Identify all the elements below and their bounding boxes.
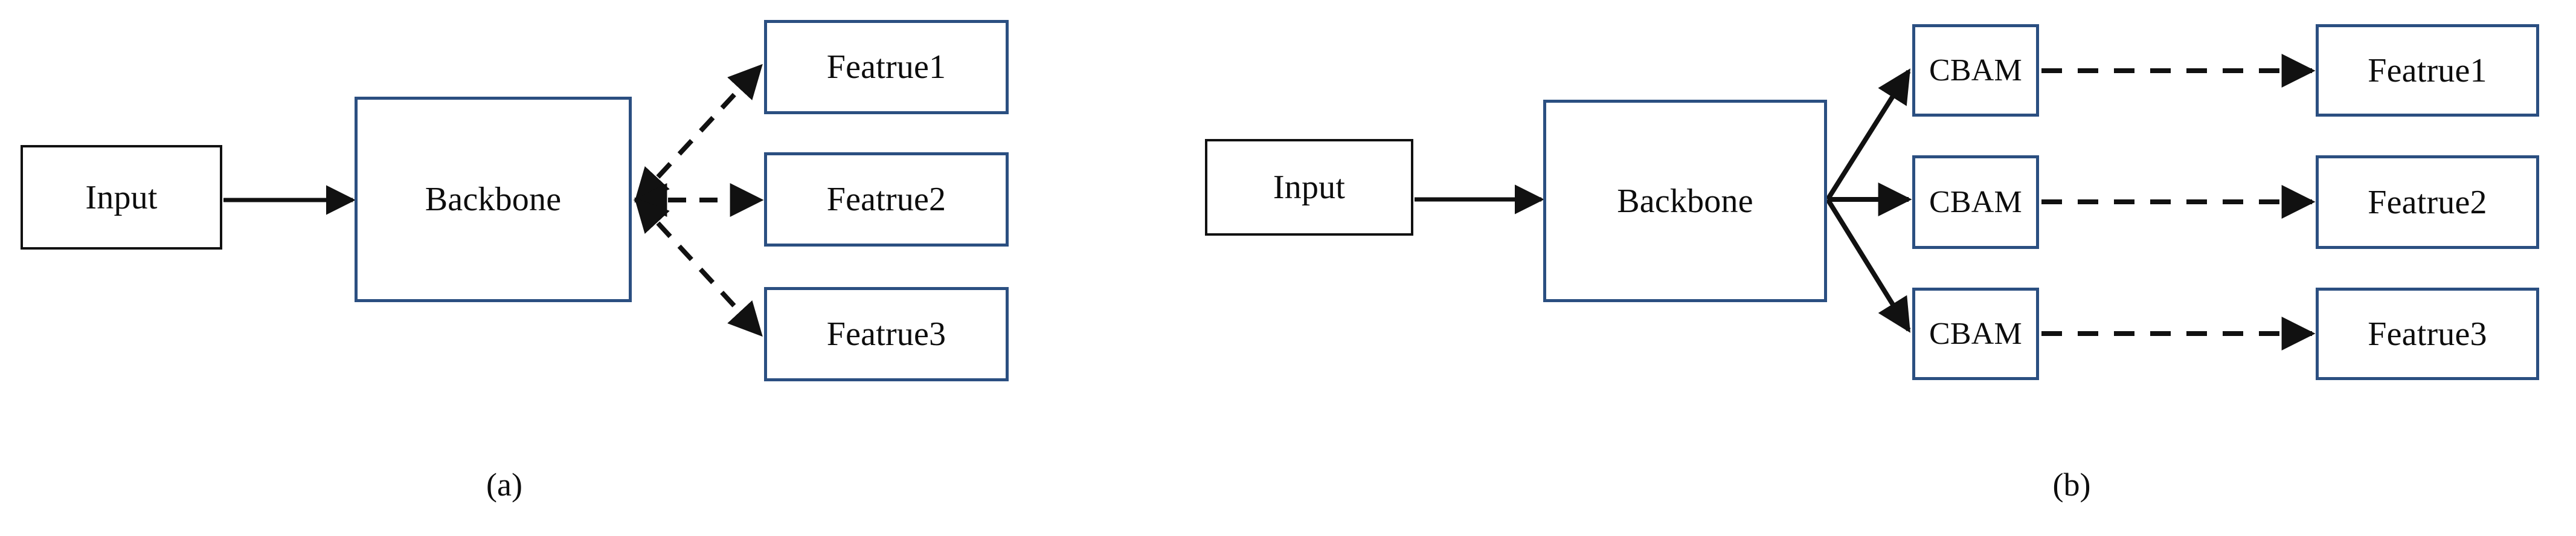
panel-a-input-label: Input <box>85 178 158 216</box>
panel-b-cbam1-label: CBAM <box>1929 53 2022 88</box>
panel-b-backbone-label: Backbone <box>1617 182 1753 220</box>
panel-b-cbam2-label: CBAM <box>1929 184 2022 219</box>
panel-a-feature1-label: Featrue1 <box>826 48 946 86</box>
panel-b-feature2-box[interactable]: Featrue2 <box>2316 155 2539 249</box>
edge-a-backbone-to-feature3 <box>634 197 763 337</box>
panel-b-feature2-label: Featrue2 <box>2368 183 2487 221</box>
edge-b-backbone-to-cbam1 <box>1825 68 1911 201</box>
panel-a-feature2-box[interactable]: Featrue2 <box>764 152 1009 247</box>
panel-b-caption: (b) <box>2052 467 2091 503</box>
panel-a-backbone-label: Backbone <box>425 181 562 218</box>
panel-a-caption: (a) <box>486 467 522 503</box>
panel-a-feature3-box[interactable]: Featrue3 <box>764 287 1009 381</box>
panel-a-feature1-box[interactable]: Featrue1 <box>764 20 1009 114</box>
edge-a-backbone-to-feature1 <box>634 63 763 203</box>
panel-b-cbam3-label: CBAM <box>1929 316 2022 351</box>
panel-b-cbam1-box[interactable]: CBAM <box>1912 24 2039 117</box>
panel-b-input-label: Input <box>1273 169 1346 206</box>
panel-a-backbone-box[interactable]: Backbone <box>355 97 632 302</box>
panel-b-input-box[interactable]: Input <box>1205 139 1413 236</box>
panel-b-feature1-box[interactable]: Featrue1 <box>2316 24 2539 117</box>
edge-b-backbone-to-cbam3 <box>1825 198 1911 333</box>
panel-b-feature1-label: Featrue1 <box>2368 51 2487 89</box>
panel-b-feature3-box[interactable]: Featrue3 <box>2316 288 2539 380</box>
panel-b-cbam2-box[interactable]: CBAM <box>1912 155 2039 249</box>
panel-b-feature3-label: Featrue3 <box>2368 315 2487 353</box>
panel-a-feature3-label: Featrue3 <box>826 315 946 353</box>
panel-a-feature2-label: Featrue2 <box>826 181 946 218</box>
panel-b-cbam3-box[interactable]: CBAM <box>1912 288 2039 380</box>
panel-b-backbone-box[interactable]: Backbone <box>1543 100 1827 302</box>
panel-a-input-box[interactable]: Input <box>21 145 222 250</box>
